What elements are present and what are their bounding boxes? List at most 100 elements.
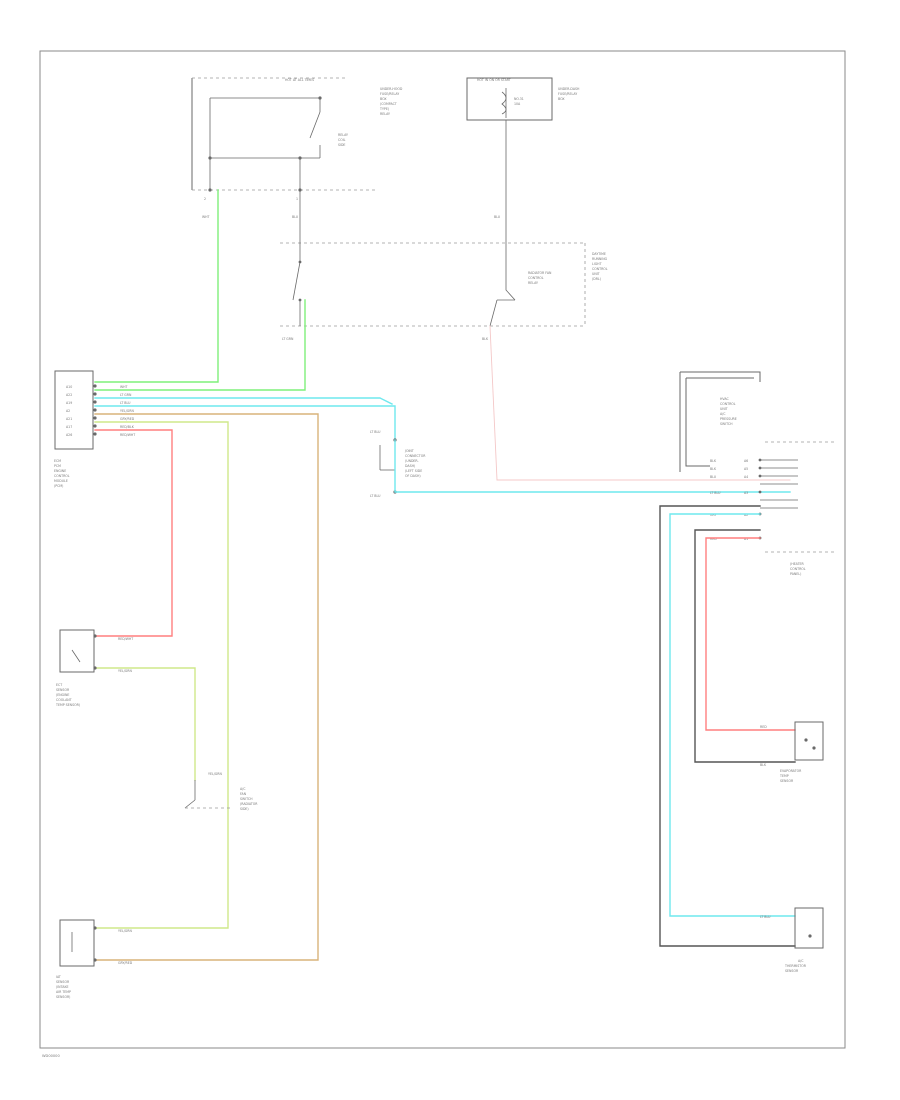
svg-text:PRESSURE: PRESSURE <box>720 417 737 421</box>
diagram-frame <box>39 50 846 1049</box>
svg-text:GRY: GRY <box>710 513 716 517</box>
svg-text:RELAY: RELAY <box>380 112 390 116</box>
svg-text:BLU: BLU <box>292 215 299 219</box>
svg-text:SIDE: SIDE <box>338 143 345 147</box>
svg-text:BLK: BLK <box>710 459 717 463</box>
wire-cyan-a19 <box>94 397 393 405</box>
fuse-box-top-right: HOT IN ON OR START NO.31 10A UNDER-DASH … <box>466 77 580 219</box>
wire-red-evap <box>705 537 796 731</box>
svg-text:1: 1 <box>296 197 298 201</box>
svg-text:AIR TEMP: AIR TEMP <box>56 990 71 994</box>
svg-text:RED: RED <box>760 725 767 729</box>
wire-cyan-thermistor <box>669 513 796 917</box>
wire-cyan-a2 <box>94 405 396 441</box>
svg-text:BLU: BLU <box>494 215 501 219</box>
svg-text:A6: A6 <box>744 459 748 463</box>
svg-text:SIDE): SIDE) <box>240 807 249 811</box>
svg-text:A2: A2 <box>744 513 748 517</box>
svg-text:LT GRN: LT GRN <box>120 393 132 397</box>
svg-text:(RADIATOR: (RADIATOR <box>240 802 258 806</box>
wire-red-a26 <box>94 429 173 637</box>
wire-pink-blk <box>489 325 791 481</box>
wire-black-outer <box>659 505 796 947</box>
svg-text:A2: A2 <box>66 409 70 413</box>
svg-text:GRY/RED: GRY/RED <box>118 961 133 965</box>
svg-text:BLK: BLK <box>760 763 767 767</box>
svg-text:LT BLU: LT BLU <box>370 494 381 498</box>
svg-text:HVAC: HVAC <box>720 397 729 401</box>
wire-cyan-junction-hvac <box>394 439 791 493</box>
svg-text:COIL: COIL <box>338 138 346 142</box>
svg-text:UNIT: UNIT <box>592 272 600 276</box>
svg-text:(HEATER: (HEATER <box>790 562 805 566</box>
svg-text:A10: A10 <box>66 385 72 389</box>
svg-text:HOT AT ALL TIMES: HOT AT ALL TIMES <box>285 78 314 82</box>
svg-text:YEL/GRN: YEL/GRN <box>208 772 222 776</box>
svg-text:BLK: BLK <box>482 337 489 341</box>
svg-text:IAT: IAT <box>56 975 61 979</box>
svg-text:A/C: A/C <box>720 412 726 416</box>
engine-coolant-temp-sensor: RED/WHT YEL/GRN ECT SENSOR (ENGINE COOLA… <box>55 629 133 707</box>
svg-text:CONTROL: CONTROL <box>528 276 544 280</box>
fuse-relay-box-top-left: HOT AT ALL TIMES RELAY COIL SIDE UNDER-H… <box>191 77 403 219</box>
svg-text:COOLANT: COOLANT <box>56 698 72 702</box>
wire-blu-feed <box>505 120 516 301</box>
svg-text:YEL/GRN: YEL/GRN <box>118 669 132 673</box>
svg-text:A19: A19 <box>66 401 72 405</box>
svg-text:A5: A5 <box>744 467 748 471</box>
svg-text:SWITCH: SWITCH <box>720 422 733 426</box>
svg-text:SENSOR: SENSOR <box>56 980 70 984</box>
svg-text:ECT: ECT <box>56 683 62 687</box>
svg-text:LIGHT: LIGHT <box>592 262 602 266</box>
svg-text:FUSE/RELAY: FUSE/RELAY <box>380 92 399 96</box>
svg-text:WHT: WHT <box>202 215 210 219</box>
svg-text:ENGINE: ENGINE <box>54 469 66 473</box>
ac-thermistor: LT BLU A/C THERMISTOR SENSOR <box>760 907 824 973</box>
svg-text:FUSE/RELAY: FUSE/RELAY <box>558 92 577 96</box>
svg-text:WHT: WHT <box>120 385 128 389</box>
svg-text:(COMPACT: (COMPACT <box>380 102 397 106</box>
svg-text:SENSOR: SENSOR <box>785 969 799 973</box>
fan-switch: YEL/GRN A/C FAN SWITCH (RADIATOR SIDE) <box>184 772 258 811</box>
svg-text:YEL/GRN: YEL/GRN <box>120 409 134 413</box>
svg-text:RED/WHT: RED/WHT <box>120 433 135 437</box>
svg-text:UNDER-DASH: UNDER-DASH <box>558 87 580 91</box>
svg-text:CONTROL: CONTROL <box>592 267 608 271</box>
svg-text:JOINT: JOINT <box>404 449 414 453</box>
svg-text:(INTAKE: (INTAKE <box>56 985 69 989</box>
svg-text:PANEL): PANEL) <box>790 572 801 576</box>
wire-green-a10 <box>94 189 219 383</box>
svg-text:LT BLU: LT BLU <box>120 401 131 405</box>
svg-text:CONNECTOR: CONNECTOR <box>405 454 426 458</box>
intake-air-temp-sensor: YEL/GRN GRY/RED IAT SENSOR (INTAKE AIR T… <box>56 919 133 999</box>
svg-text:PCM: PCM <box>54 464 61 468</box>
wire-tan-a21 <box>94 413 319 961</box>
svg-text:LT GRN: LT GRN <box>282 337 294 341</box>
svg-text:BLK: BLK <box>710 467 717 471</box>
relay-box-middle: RADIATOR FAN CONTROL RELAY DAYTIME RUNNI… <box>280 242 608 341</box>
svg-text:10A: 10A <box>514 102 521 106</box>
svg-text:RELAY: RELAY <box>338 133 348 137</box>
svg-text:OF DASH): OF DASH) <box>405 474 421 478</box>
svg-text:SENSOR: SENSOR <box>780 779 794 783</box>
joint-connector: LT BLU LT BLU JOINT CONNECTOR (UNDER- DA… <box>370 430 426 498</box>
svg-text:A22: A22 <box>66 393 72 397</box>
svg-text:A21: A21 <box>66 417 72 421</box>
svg-text:BLU: BLU <box>710 475 717 479</box>
svg-text:ECM: ECM <box>54 459 61 463</box>
evaporator-temp-sensor: RED BLK EVAPORATOR TEMP SENSOR <box>760 721 824 783</box>
svg-text:SWITCH: SWITCH <box>240 797 253 801</box>
wire-black-inner <box>694 529 796 763</box>
svg-text:CONTROL: CONTROL <box>54 474 70 478</box>
svg-text:A/C: A/C <box>798 959 804 963</box>
svg-text:RUNNING: RUNNING <box>592 257 608 261</box>
svg-text:TYPE): TYPE) <box>379 107 389 111</box>
svg-text:RED/WHT: RED/WHT <box>118 637 133 641</box>
svg-text:LT BLU: LT BLU <box>370 430 381 434</box>
svg-text:MODULE: MODULE <box>54 479 68 483</box>
svg-text:2: 2 <box>204 197 206 201</box>
svg-text:TEMP: TEMP <box>779 774 789 778</box>
svg-text:RELAY: RELAY <box>528 281 538 285</box>
svg-text:A3: A3 <box>744 491 748 495</box>
